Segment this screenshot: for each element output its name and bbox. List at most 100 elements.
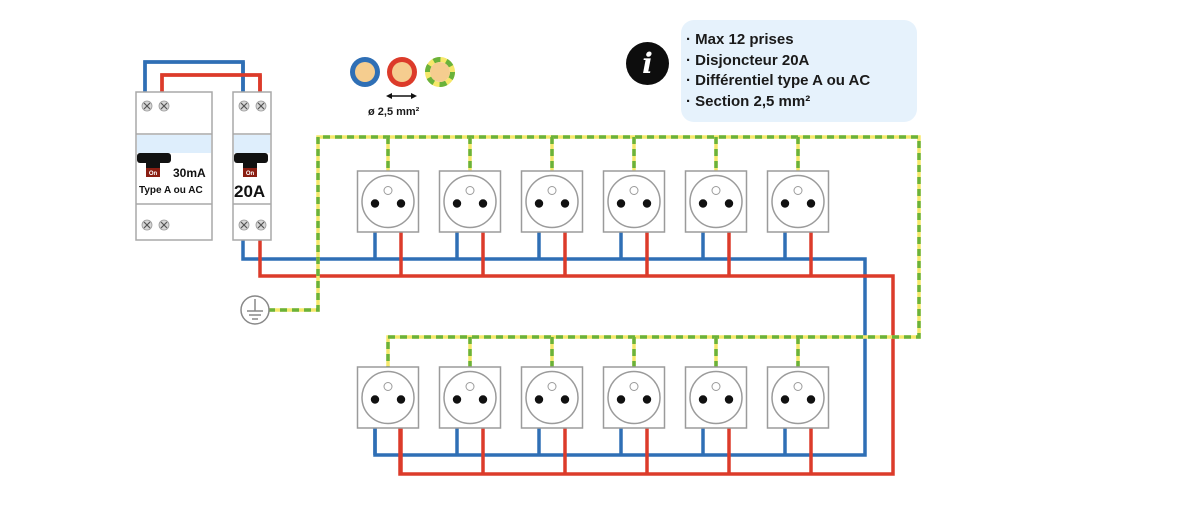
outlet xyxy=(438,366,502,429)
rcd-rating: 30mA xyxy=(173,166,206,180)
toggle-switch: On xyxy=(234,153,268,177)
rcd-type: Type A ou AC xyxy=(139,185,203,196)
outlet xyxy=(684,170,748,233)
on-indicator xyxy=(146,168,160,177)
earth-pin-hole xyxy=(383,186,393,195)
info-item: Section 2,5 mm² xyxy=(686,92,870,113)
module-window xyxy=(137,135,211,153)
pin-hole xyxy=(396,199,406,208)
earth-pin-hole xyxy=(465,382,475,391)
info-item: Disjoncteur 20A xyxy=(686,51,870,72)
pin-hole xyxy=(698,395,708,404)
neutral-feed xyxy=(143,60,245,92)
screw-icon xyxy=(141,219,153,231)
outlet-socket xyxy=(361,370,415,425)
outlet xyxy=(520,170,584,233)
outlet xyxy=(766,170,830,233)
screw-icon xyxy=(238,100,250,112)
phase-feed xyxy=(160,73,262,92)
info-item: Différentiel type A ou AC xyxy=(686,71,870,92)
outlet-socket xyxy=(607,370,661,425)
wire-legend xyxy=(350,57,455,99)
outlet xyxy=(520,366,584,429)
outlet-socket xyxy=(689,174,743,229)
breaker-rating: 20A xyxy=(234,182,266,201)
outlet-socket xyxy=(689,370,743,425)
outlet-socket xyxy=(525,370,579,425)
outlet-socket xyxy=(525,174,579,229)
pin-hole xyxy=(642,395,652,404)
info-list: Max 12 prises Disjoncteur 20A Différenti… xyxy=(686,30,870,112)
wires-layer xyxy=(143,60,921,476)
rcd-module: On xyxy=(135,91,213,241)
earth-pin-hole xyxy=(629,186,639,195)
outlet-socket xyxy=(443,370,497,425)
pin-hole xyxy=(724,199,734,208)
pin-hole xyxy=(478,199,488,208)
ground-icon xyxy=(240,295,270,325)
outlet-socket xyxy=(771,174,825,229)
earth-pin-hole xyxy=(711,186,721,195)
pin-hole xyxy=(396,395,406,404)
pin-hole xyxy=(642,199,652,208)
outlet-socket xyxy=(443,174,497,229)
pin-hole xyxy=(452,395,462,404)
pin-hole xyxy=(560,199,570,208)
on-label: On xyxy=(246,171,255,177)
neutral-feed xyxy=(143,60,245,92)
screw-icon xyxy=(158,100,170,112)
pin-hole xyxy=(534,395,544,404)
pin-hole xyxy=(724,395,734,404)
earth-pin-hole xyxy=(711,382,721,391)
screw-icon xyxy=(255,219,267,231)
screw-icon xyxy=(238,219,250,231)
breaker-module: On xyxy=(232,91,272,241)
earth-pin-hole xyxy=(793,186,803,195)
info-icon: i xyxy=(626,42,669,85)
screw-icon xyxy=(255,100,267,112)
pin-hole xyxy=(806,199,816,208)
pin-hole xyxy=(780,395,790,404)
outlet-socket xyxy=(361,174,415,229)
pin-hole xyxy=(370,395,380,404)
pin-hole xyxy=(370,199,380,208)
earth-wire-stripes xyxy=(268,135,921,379)
pin-hole xyxy=(698,199,708,208)
outlet-socket xyxy=(771,370,825,425)
outlet xyxy=(356,366,420,429)
earth-pin-hole xyxy=(629,382,639,391)
outlet xyxy=(438,170,502,233)
screw-icon xyxy=(158,219,170,231)
earth-pin-hole xyxy=(383,382,393,391)
outlet xyxy=(684,366,748,429)
on-indicator xyxy=(243,168,257,177)
earth-pin-hole xyxy=(547,186,557,195)
pin-hole xyxy=(616,199,626,208)
modules-layer: On On xyxy=(135,91,272,325)
outlet xyxy=(602,170,666,233)
wire-section-phase xyxy=(387,57,417,87)
earth-pin-hole xyxy=(793,382,803,391)
pin-hole xyxy=(616,395,626,404)
pin-hole xyxy=(806,395,816,404)
pin-hole xyxy=(534,199,544,208)
outlet-socket xyxy=(607,174,661,229)
outlet xyxy=(602,366,666,429)
wire-section-earth xyxy=(425,57,455,87)
pin-hole xyxy=(452,199,462,208)
toggle-switch: On xyxy=(137,153,171,177)
earth-main xyxy=(268,135,921,379)
wire-section-label: ø 2,5 mm² xyxy=(368,106,420,118)
screw-icon xyxy=(141,100,153,112)
pin-hole xyxy=(560,395,570,404)
earth-pin-hole xyxy=(465,186,475,195)
phase-feed xyxy=(160,73,262,92)
module-window xyxy=(234,135,270,153)
info-item: Max 12 prises xyxy=(686,30,870,51)
outlets-layer xyxy=(356,170,830,429)
outlet xyxy=(766,366,830,429)
outlet xyxy=(356,170,420,233)
pin-hole xyxy=(478,395,488,404)
on-label: On xyxy=(149,171,158,177)
